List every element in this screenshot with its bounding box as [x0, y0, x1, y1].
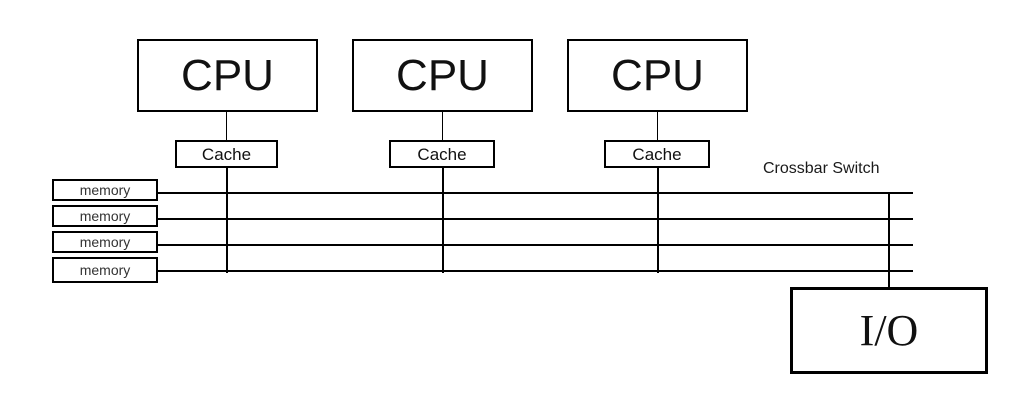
memory-bus-line-3 [158, 244, 913, 246]
cache-box-2[interactable]: Cache [389, 140, 495, 168]
memory-box-1[interactable]: memory [52, 179, 158, 201]
cpu-box-2[interactable]: CPU [352, 39, 533, 112]
memory-box-4[interactable]: memory [52, 257, 158, 283]
bus-line-cache1 [226, 168, 228, 273]
connector-cpu1-cache1 [226, 112, 227, 140]
bus-line-cache3 [657, 168, 659, 273]
connector-cpu2-cache2 [442, 112, 443, 140]
bus-line-cache2 [442, 168, 444, 273]
crossbar-switch-label: Crossbar Switch [763, 160, 880, 177]
memory-bus-line-2 [158, 218, 913, 220]
memory-bus-line-1 [158, 192, 913, 194]
memory-bus-line-4 [158, 270, 913, 272]
memory-box-2[interactable]: memory [52, 205, 158, 227]
io-box[interactable]: I/O [790, 287, 988, 374]
cache-box-3[interactable]: Cache [604, 140, 710, 168]
memory-box-3[interactable]: memory [52, 231, 158, 253]
cache-box-1[interactable]: Cache [175, 140, 278, 168]
bus-line-io [888, 192, 890, 287]
connector-cpu3-cache3 [657, 112, 658, 140]
cpu-box-1[interactable]: CPU [137, 39, 318, 112]
cpu-box-3[interactable]: CPU [567, 39, 748, 112]
